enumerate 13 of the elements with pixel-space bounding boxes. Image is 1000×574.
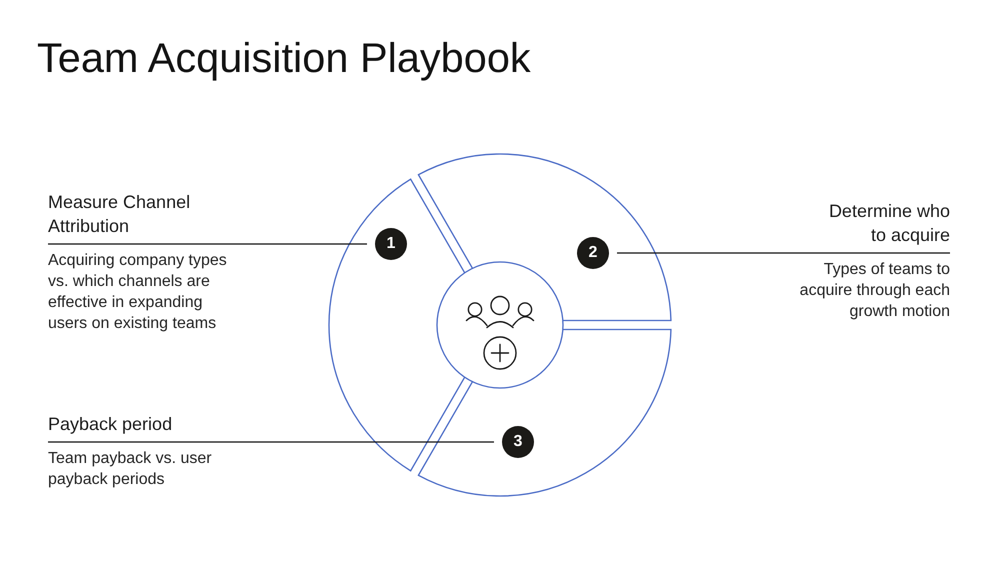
step-number-badge: 2 [577,237,609,269]
callout-description: Types of teams to acquire through each growth motion [798,260,950,322]
callout-heading: Determine who to acquire [828,200,950,247]
leader-line [48,441,494,443]
title: Team Acquisition Playbook [37,37,531,78]
step-number-badge: 1 [375,228,407,260]
leader-line [617,252,950,254]
callout-heading: Payback period [48,413,174,436]
callout-description: Acquiring company types vs. which channels are effective in expanding users on existing teams [48,251,228,334]
callout-heading: Measure Channel Attribution [48,191,192,238]
leader-line [48,243,367,245]
step-number-badge: 3 [502,426,534,458]
callout-description: Team payback vs. user payback periods [48,449,213,490]
